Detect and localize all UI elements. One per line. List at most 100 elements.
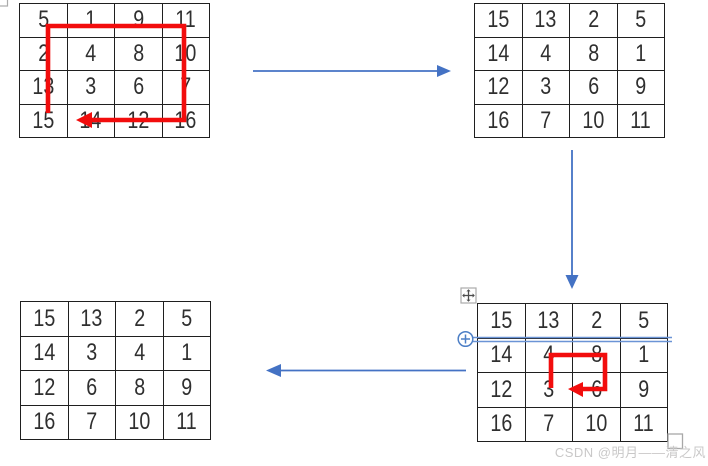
table-row: 15 14 12 16 [19,103,210,138]
cell-value: 4 [540,39,552,67]
matrix-cell: 10 [572,406,621,442]
matrix-cell: 6 [572,372,621,408]
cell-value: 14 [487,39,510,67]
matrix-cell: 7 [524,406,573,442]
cell-value: 8 [133,373,145,401]
cell-value: 11 [176,408,197,436]
cell-value: 10 [585,410,608,438]
cell-value: 8 [590,341,602,369]
cell-value: 14 [490,341,513,369]
matrix-cell: 5 [616,3,665,38]
matrix-table-original: 5 1 9 11 2 4 8 10 13 3 6 7 15 14 12 16 [19,3,210,138]
cell-value: 11 [630,106,651,134]
matrix-cell: 6 [114,70,163,105]
table-row: 16 7 10 11 [477,406,668,442]
table-row: 12 6 8 9 [20,370,211,406]
matrix-cell: 9 [162,370,211,406]
matrix-cell: 4 [66,36,115,71]
matrix-cell: 13 [67,301,116,337]
matrix-cell: 14 [477,337,526,373]
matrix-cell: 10 [569,103,618,138]
cell-value: 16 [490,410,513,438]
matrix-table-inner-rotation: 15 13 2 5 14 4 8 1 12 3 6 9 16 7 10 11 [477,303,668,442]
matrix-cell: 6 [67,370,116,406]
matrix-cell: 11 [161,3,210,38]
matrix-cell: 12 [20,370,69,406]
cell-value: 3 [86,339,98,367]
cell-value: 16 [487,106,510,134]
cell-value: 10 [582,106,605,134]
cell-value: 5 [635,6,647,34]
cell-value: 4 [133,339,145,367]
table-row: 14 3 4 1 [20,335,211,371]
matrix-cell: 1 [619,337,668,373]
cell-value: 10 [174,39,197,67]
cell-value: 3 [540,73,552,101]
table-row: 5 1 9 11 [19,3,210,38]
cell-value: 15 [32,106,55,134]
cell-value: 4 [543,341,555,369]
table-row: 14 4 8 1 [474,36,665,71]
matrix-cell: 16 [161,103,210,138]
matrix-cell: 15 [477,303,526,339]
cell-value: 14 [33,339,56,367]
table-row: 12 3 6 9 [474,70,665,105]
matrix-cell: 2 [572,303,621,339]
cell-value: 16 [33,408,56,436]
cell-value: 13 [80,304,103,332]
matrix-cell: 14 [474,36,523,71]
matrix-cell: 2 [115,301,164,337]
cell-value: 14 [79,106,102,134]
matrix-cell: 6 [569,70,618,105]
matrix-cell: 16 [477,406,526,442]
cell-value: 7 [86,408,98,436]
matrix-cell: 8 [569,36,618,71]
left-arrow-icon [266,364,466,377]
cell-value: 11 [175,6,196,34]
matrix-cell: 9 [114,3,163,38]
matrix-cell: 3 [521,70,570,105]
matrix-cell: 2 [569,3,618,38]
matrix-cell: 9 [616,70,665,105]
table-move-handle-icon[interactable] [460,287,477,304]
cell-value: 3 [85,73,97,101]
cell-value: 9 [132,6,144,34]
cell-value: 9 [181,373,193,401]
cell-value: 11 [633,410,654,438]
cell-value: 2 [590,306,602,334]
matrix-table-outer-rotated: 15 13 2 5 14 4 8 1 12 3 6 9 16 7 10 11 [474,3,665,138]
cell-value: 7 [180,73,192,101]
cell-value: 15 [33,304,56,332]
table-row: 14 4 8 1 [477,337,668,373]
matrix-cell: 4 [524,337,573,373]
matrix-cell: 9 [619,372,668,408]
cell-value: 3 [543,375,555,403]
matrix-cell: 14 [66,103,115,138]
cell-value: 15 [487,6,510,34]
cell-value: 5 [37,6,49,34]
cell-value: 5 [181,304,193,332]
matrix-cell: 3 [524,372,573,408]
cell-value: 7 [543,410,555,438]
cell-value: 13 [32,73,55,101]
table-move-handle-partial-icon[interactable] [0,0,9,7]
table-row: 13 3 6 7 [19,70,210,105]
cell-value: 7 [540,106,552,134]
matrix-cell: 5 [19,3,68,38]
table-row: 16 7 10 11 [20,404,211,440]
matrix-cell: 12 [474,70,523,105]
cell-value: 12 [490,375,513,403]
matrix-cell: 8 [114,36,163,71]
matrix-cell: 1 [162,335,211,371]
matrix-cell: 7 [161,70,210,105]
matrix-cell: 12 [114,103,163,138]
matrix-cell: 14 [20,335,69,371]
cell-value: 2 [37,39,49,67]
cell-value: 13 [534,6,557,34]
cell-value: 2 [133,304,145,332]
matrix-cell: 5 [619,303,668,339]
matrix-cell: 16 [20,404,69,440]
cell-value: 1 [85,6,97,34]
cell-value: 12 [127,106,150,134]
insert-row-plus-icon[interactable] [457,330,474,348]
